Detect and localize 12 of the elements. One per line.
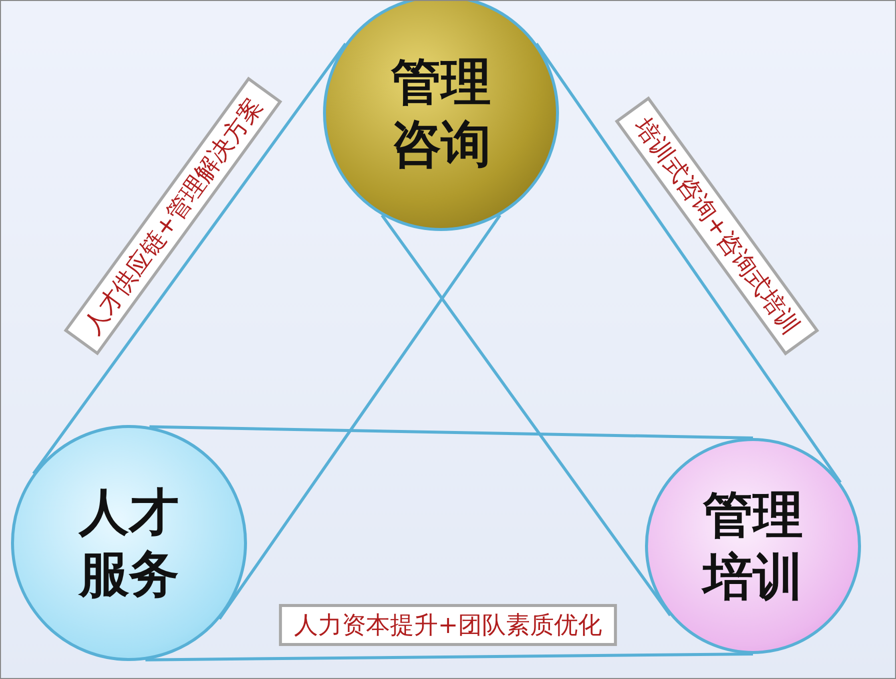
connector-line bbox=[149, 425, 754, 440]
node-title: 管理培训 bbox=[700, 484, 804, 608]
connector-line bbox=[218, 214, 502, 620]
edge-label: 人力资本提升+团队素质优化 bbox=[278, 604, 618, 646]
edge-label: 培训式咨询+咨询式培训 bbox=[614, 96, 820, 356]
connector-line bbox=[32, 42, 347, 475]
node-title: 人才服务 bbox=[77, 482, 180, 605]
edge-label: 人才供应链+管理解决方案 bbox=[64, 76, 282, 356]
connector-line bbox=[535, 42, 842, 484]
connector-line bbox=[380, 214, 672, 616]
connector-line bbox=[145, 652, 754, 662]
node-title: 管理咨询 bbox=[390, 52, 492, 175]
